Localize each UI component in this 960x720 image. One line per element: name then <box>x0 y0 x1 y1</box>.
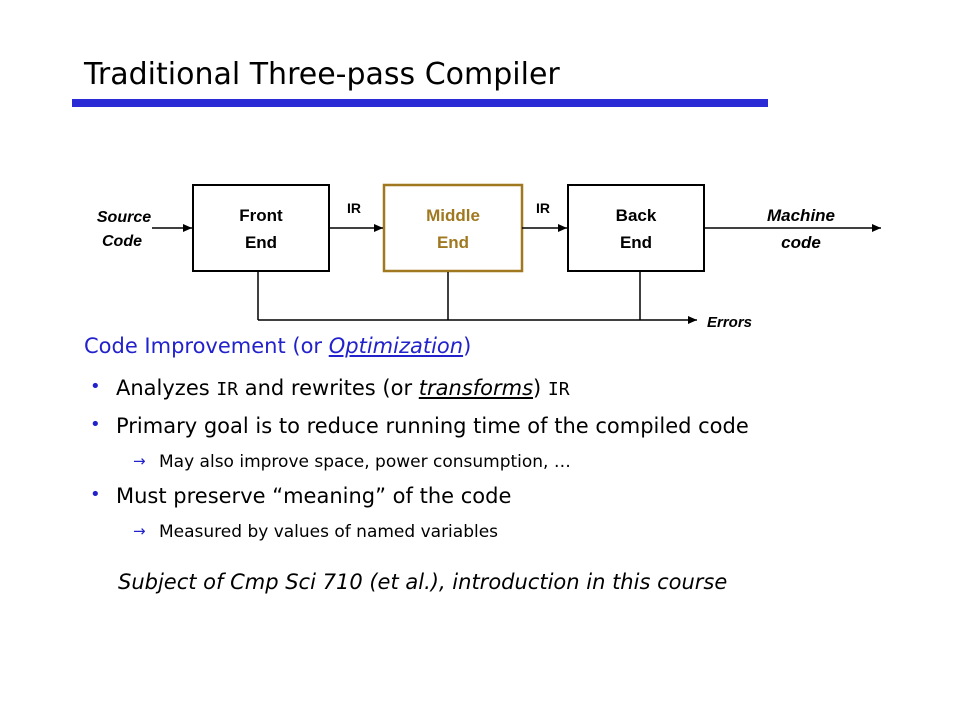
heading-text-post: ) <box>463 334 472 358</box>
bullet1-text-c: ) <box>533 376 548 400</box>
front-end-box <box>192 184 330 272</box>
bullet3-text: Must preserve “meaning” of the code <box>116 484 512 508</box>
arrow-right-icon: → <box>133 452 146 470</box>
heading-optimization: Optimization <box>328 334 464 358</box>
back-end-box <box>567 184 705 272</box>
middle-end-label-line2: End <box>437 233 469 252</box>
source-label-line1: Source <box>97 209 151 226</box>
bullet-dot-icon: • <box>90 414 101 435</box>
bullet-analyzes: • Analyzes IR and rewrites (or transform… <box>90 376 570 400</box>
back-end-label-line2: End <box>620 233 652 252</box>
bullet-primary-goal: • Primary goal is to reduce running time… <box>90 414 749 438</box>
middle-end-box <box>382 183 524 273</box>
arrow-right-icon: → <box>133 522 146 540</box>
bullet-dot-icon: • <box>90 376 101 397</box>
bullet1-ir-1: IR <box>216 379 239 400</box>
subbullet2-text: Measured by values of named variables <box>159 522 499 542</box>
front-end-label-line2: End <box>245 233 277 252</box>
bullet-dot-icon: • <box>90 484 101 505</box>
errors-label: Errors <box>707 314 752 331</box>
bullet2-text: Primary goal is to reduce running time o… <box>116 414 749 438</box>
section-heading: Code Improvement (or Optimization) <box>84 334 471 358</box>
bullet1-ir-2: IR <box>547 379 570 400</box>
bullet-preserve-meaning: • Must preserve “meaning” of the code <box>90 484 512 508</box>
ir-label-2: IR <box>536 200 550 216</box>
course-note: Subject of Cmp Sci 710 (et al.), introdu… <box>118 570 728 594</box>
front-end-label-line1: Front <box>239 206 283 225</box>
title-underline-bar <box>72 99 768 107</box>
subbullet-space-power: → May also improve space, power consumpt… <box>133 452 571 472</box>
bullet1-text-b: and rewrites (or <box>238 376 419 400</box>
bullet1-transforms: transforms <box>418 376 534 400</box>
back-end-label-line1: Back <box>616 206 657 225</box>
source-label-line2: Code <box>102 233 142 250</box>
machine-label-line2: code <box>781 233 821 252</box>
bullet1-text-a: Analyzes <box>116 376 217 400</box>
ir-label-1: IR <box>347 200 361 216</box>
subbullet-named-variables: → Measured by values of named variables <box>133 522 499 542</box>
subbullet1-text: May also improve space, power consumptio… <box>159 452 571 472</box>
machine-label-line1: Machine <box>767 206 835 225</box>
middle-end-label-line1: Middle <box>426 206 480 225</box>
heading-text-pre: Code Improvement (or <box>84 334 329 358</box>
slide-title: Traditional Three-pass Compiler <box>84 57 560 92</box>
